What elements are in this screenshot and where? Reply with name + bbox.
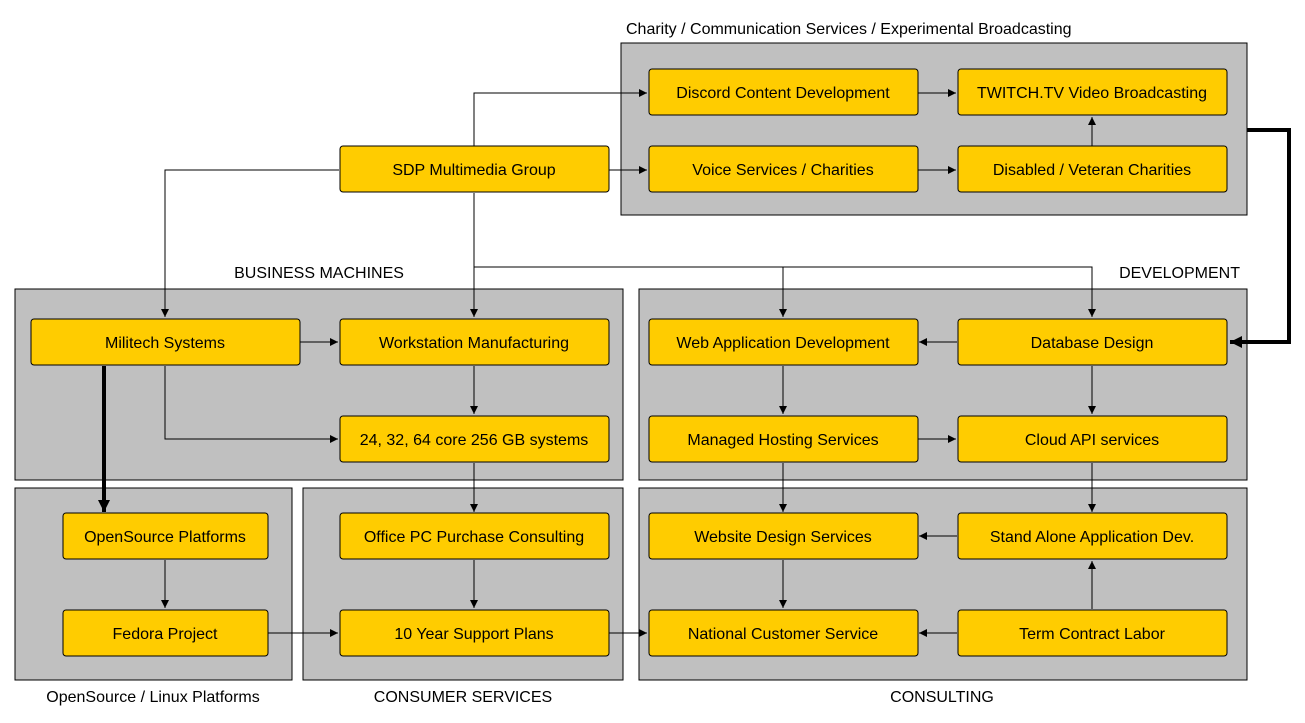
node-database-design: Database Design: [957, 318, 1228, 366]
node-disabled-veteran-charities: Disabled / Veteran Charities: [957, 145, 1228, 193]
node-national-customer-service: National Customer Service: [648, 609, 919, 657]
edge-sdp-discord: [473, 89, 647, 146]
node-label: TWITCH.TV Video Broadcasting: [977, 85, 1207, 102]
node-label: Website Design Services: [694, 529, 872, 546]
node-fedora-project: Fedora Project: [62, 609, 269, 657]
node-web-application-development: Web Application Development: [648, 318, 919, 366]
node-stand-alone-application-dev: Stand Alone Application Dev.: [957, 512, 1228, 560]
edge-charity-database: [1230, 128, 1291, 348]
node-label: Militech Systems: [105, 335, 225, 352]
node-core-systems: 24, 32, 64 core 256 GB systems: [339, 415, 610, 463]
node-label: Cloud API services: [1025, 432, 1159, 449]
edge-sdp-database: [783, 266, 1096, 317]
node-label: National Customer Service: [688, 626, 878, 643]
node-opensource-platforms: OpenSource Platforms: [62, 512, 269, 560]
node-label: Fedora Project: [113, 626, 218, 643]
node-label: Managed Hosting Services: [687, 432, 878, 449]
node-label: Discord Content Development: [676, 85, 890, 102]
group-label-development: DEVELOPMENT: [1119, 265, 1240, 282]
node-sdp-multimedia-group: SDP Multimedia Group: [339, 145, 610, 193]
node-term-contract-labor: Term Contract Labor: [957, 609, 1228, 657]
edge-militech-cores: [164, 366, 338, 443]
node-website-design-services: Website Design Services: [648, 512, 919, 560]
connectors: [98, 89, 1291, 637]
node-cloud-api-services: Cloud API services: [957, 415, 1228, 463]
node-office-pc-purchase-consulting: Office PC Purchase Consulting: [339, 512, 610, 560]
node-militech-systems: Militech Systems: [30, 318, 301, 366]
group-label-consumer-services: CONSUMER SERVICES: [374, 689, 552, 706]
group-label-charity: Charity / Communication Services / Exper…: [626, 21, 1072, 38]
node-label: Stand Alone Application Dev.: [990, 529, 1194, 546]
node-label: Voice Services / Charities: [692, 162, 873, 179]
node-label: OpenSource Platforms: [84, 529, 246, 546]
node-label: Office PC Purchase Consulting: [364, 529, 584, 546]
node-label: 10 Year Support Plans: [394, 626, 553, 643]
group-label-opensource: OpenSource / Linux Platforms: [46, 689, 259, 706]
group-label-consulting: CONSULTING: [890, 689, 994, 706]
node-workstation-manufacturing: Workstation Manufacturing: [339, 318, 610, 366]
node-label: Web Application Development: [676, 335, 890, 352]
node-label: Term Contract Labor: [1019, 626, 1166, 643]
node-label: 24, 32, 64 core 256 GB systems: [360, 432, 589, 449]
edge-sdp-militech: [161, 169, 339, 317]
node-discord-content-development: Discord Content Development: [648, 68, 919, 116]
node-twitch-video-broadcasting: TWITCH.TV Video Broadcasting: [957, 68, 1228, 116]
node-label: Disabled / Veteran Charities: [993, 162, 1191, 179]
group-label-business-machines: BUSINESS MACHINES: [234, 265, 404, 282]
node-label: Database Design: [1031, 335, 1154, 352]
node-managed-hosting-services: Managed Hosting Services: [648, 415, 919, 463]
node-voice-services-charities: Voice Services / Charities: [648, 145, 919, 193]
node-label: SDP Multimedia Group: [392, 162, 555, 179]
node-10-year-support-plans: 10 Year Support Plans: [339, 609, 610, 657]
node-label: Workstation Manufacturing: [379, 335, 569, 352]
